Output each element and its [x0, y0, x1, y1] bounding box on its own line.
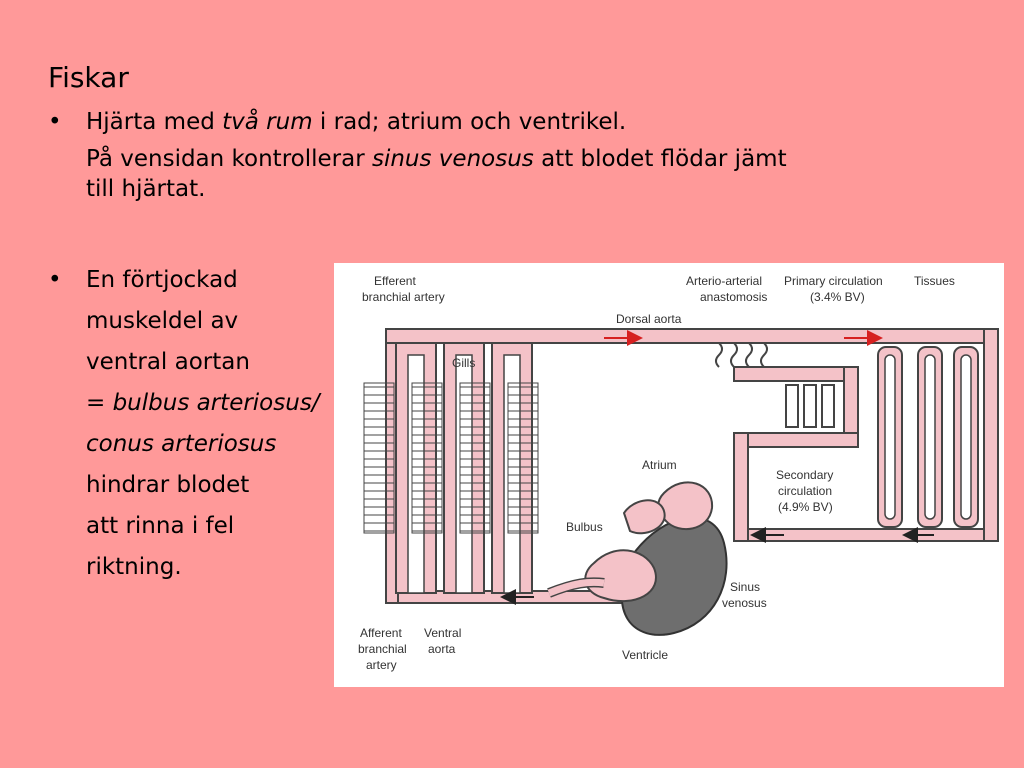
label-afferent-1: Afferent — [360, 626, 402, 640]
bullet1-em-a: två rum — [222, 109, 313, 135]
label-arterio-1: Arterio-arterial — [686, 274, 762, 288]
bullet2-line-1: En förtjockad — [86, 267, 238, 293]
bullet1-text-c: till hjärtat. — [86, 176, 206, 202]
bullet1-em-b: sinus venosus — [371, 146, 534, 172]
bullet2-line-7: att rinna i fel — [86, 513, 235, 539]
label-afferent-3: artery — [366, 658, 397, 672]
label-ventricle: Ventricle — [622, 648, 668, 662]
label-sinus-2: venosus — [722, 596, 767, 610]
bullet2-line-5: conus arteriosus — [86, 431, 277, 457]
label-primary-2: (3.4% BV) — [810, 290, 865, 304]
label-secondary-3: (4.9% BV) — [778, 500, 833, 514]
label-afferent-2: branchial — [358, 642, 407, 656]
bullet1-text-a-rest: i rad; atrium och ventrikel. — [312, 109, 627, 135]
label-efferent-2: branchial artery — [362, 290, 445, 304]
label-tissues: Tissues — [914, 274, 955, 288]
label-sinus-1: Sinus — [730, 580, 760, 594]
bullet2-line-6: hindrar blodet — [86, 472, 250, 498]
label-dorsal-aorta: Dorsal aorta — [616, 312, 682, 326]
label-primary-1: Primary circulation — [784, 274, 883, 288]
bullet2-line-4: = bulbus arteriosus/ — [86, 390, 320, 416]
label-secondary-1: Secondary — [776, 468, 833, 482]
label-ventral-2: aorta — [428, 642, 456, 656]
bullet-heart-chambers: • Hjärta med två rum i rad; atrium och v… — [48, 106, 978, 204]
gill-arches — [363, 342, 539, 594]
anastomosis-coils — [715, 342, 768, 368]
dorsal-aorta — [385, 328, 999, 344]
bullet1-text-b: På vensidan kontrollerar — [86, 146, 372, 172]
bullet-bulbus: • En förtjockad muskeldel av ventral aor… — [48, 262, 388, 590]
heart — [547, 481, 728, 636]
bullet1-text-b-rest: att blodet flödar jämt — [533, 146, 787, 172]
fish-circulation-diagram: Efferent branchial artery Arterio-arteri… — [334, 263, 1004, 687]
label-bulbus: Bulbus — [566, 520, 603, 534]
label-arterio-2: anastomosis — [700, 290, 767, 304]
bullet2-line-8: riktning. — [86, 554, 182, 580]
bullet-dot: • — [48, 267, 62, 293]
slide-title: Fiskar — [48, 61, 129, 94]
label-efferent-1: Efferent — [374, 274, 416, 288]
label-atrium: Atrium — [642, 458, 677, 472]
bullet2-line-2: muskeldel av — [86, 308, 239, 334]
label-ventral-1: Ventral — [424, 626, 461, 640]
bullet2-line-3: ventral aortan — [86, 349, 250, 375]
right-vessel — [983, 328, 999, 542]
bullet-dot: • — [48, 109, 62, 135]
bullet1-text-a: Hjärta med — [86, 109, 223, 135]
tissue-loops — [877, 346, 979, 528]
secondary-circulation — [733, 366, 859, 542]
label-gills: Gills — [452, 356, 475, 370]
label-secondary-2: circulation — [778, 484, 832, 498]
